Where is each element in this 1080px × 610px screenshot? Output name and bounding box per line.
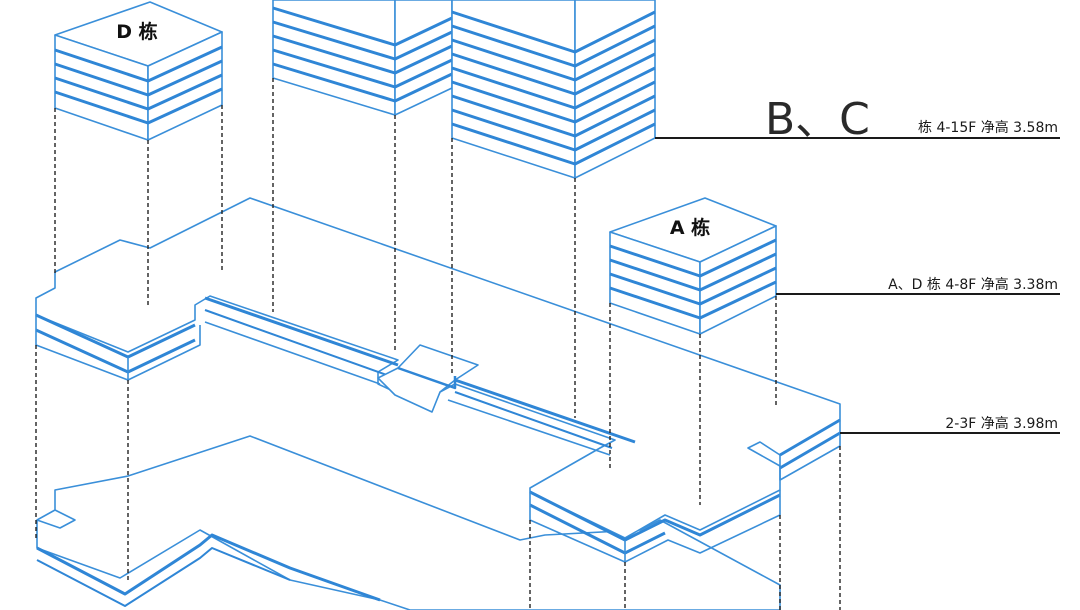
annotation-ad: A、D 栋 4-8F 净高 3.38m [888, 276, 1058, 293]
annotation-bc-letters: B、C [765, 94, 870, 145]
upper-podium-right-face-b [624, 490, 781, 563]
upper-podium-left-face-b [127, 325, 201, 381]
upper-podium-corridor-edge [204, 296, 636, 444]
upper-podium-right-band-a [529, 490, 781, 542]
lower-podium-front-band [36, 533, 381, 602]
upper-podium-right-face [529, 492, 626, 563]
annotation-leaders [655, 137, 1060, 434]
tower-b-floor-bands [451, 10, 656, 166]
lower-podium-slab [36, 435, 781, 610]
annotation-bc: 栋 4-15F 净高 3.58m [918, 119, 1058, 136]
upper-podium-corridor-inner [204, 321, 611, 456]
upper-podium-slab [35, 197, 841, 563]
projection-lines [35, 78, 841, 610]
tower-a-label: A 栋 [670, 216, 710, 239]
upper-podium-corridor-edge-2 [204, 309, 613, 449]
tower-d-label: D 栋 [116, 20, 157, 43]
tower-d-floor-bands [54, 45, 223, 125]
annotation-podium: 2-3F 净高 3.98m [945, 415, 1058, 432]
lower-podium-front-band-2 [36, 547, 291, 607]
lower-podium-notch [36, 509, 76, 529]
upper-podium-left-face [35, 315, 129, 381]
tower-d [54, 1, 223, 141]
lower-podium-top-outline [36, 435, 781, 610]
connector-box-edge [397, 366, 457, 390]
tower-c-left-face [272, 0, 396, 116]
tower-a-floor-bands [609, 238, 777, 320]
upper-podium-east-band [779, 418, 841, 470]
tower-b [451, 0, 656, 179]
tower-a [609, 197, 777, 335]
tower-c-floor-bands [272, 6, 453, 103]
tower-c [272, 0, 453, 116]
